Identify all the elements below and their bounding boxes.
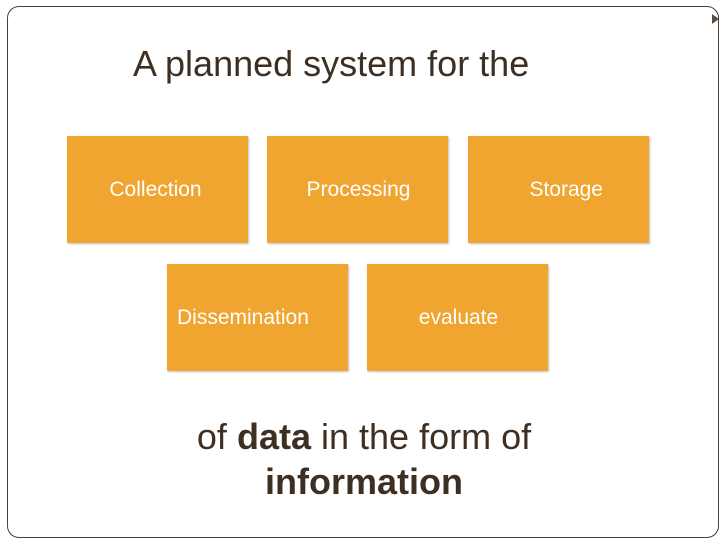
footer-bold-data: data bbox=[236, 416, 311, 457]
box-label: Storage bbox=[529, 177, 603, 201]
box-label: Dissemination bbox=[177, 305, 309, 329]
process-box-evaluate: evaluate bbox=[367, 264, 548, 371]
footer-middle: in the form of bbox=[321, 416, 532, 457]
slide-frame bbox=[7, 6, 719, 538]
footer-prefix: of bbox=[196, 416, 227, 457]
box-label: Processing bbox=[306, 177, 411, 201]
slide-title: A planned system for the bbox=[133, 43, 530, 84]
box-label: evaluate bbox=[418, 305, 499, 329]
process-box-collection: Collection bbox=[67, 136, 248, 243]
process-box-dissemination: Dissemination bbox=[167, 264, 348, 371]
process-box-processing: Processing bbox=[267, 136, 448, 243]
process-box-storage: Storage bbox=[468, 136, 649, 243]
slide-footer-text: of data in the form of information bbox=[80, 414, 648, 504]
footer-bold-information: information bbox=[265, 461, 463, 502]
corner-arrow-icon bbox=[712, 14, 719, 24]
box-label: Collection bbox=[109, 177, 202, 201]
